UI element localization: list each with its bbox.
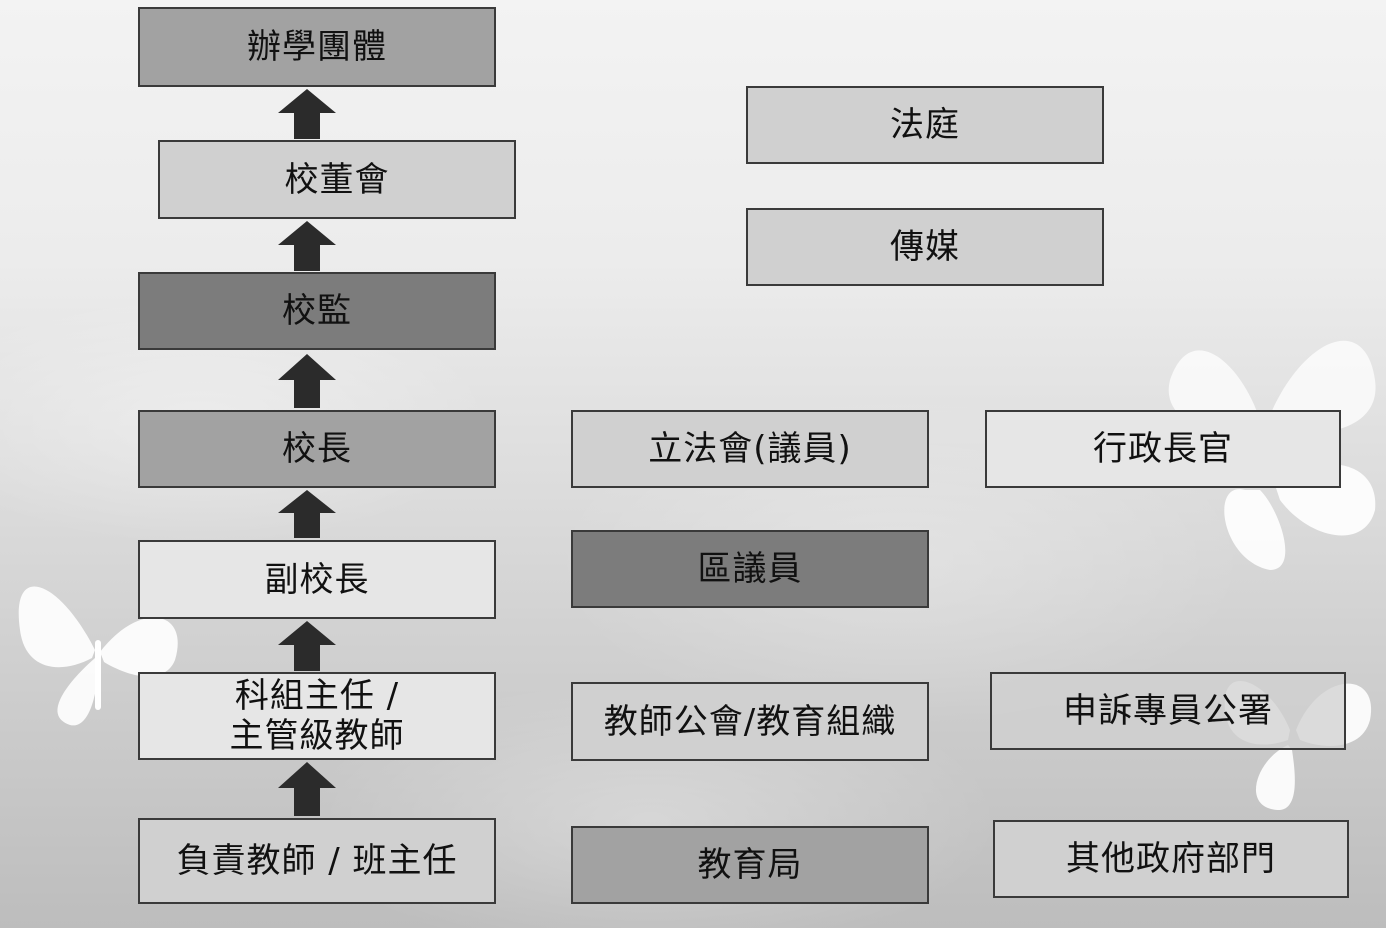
label-legco: 立法會(議員) <box>648 429 852 469</box>
label-panel-head: 科組主任 / 主管級教師 <box>229 676 405 756</box>
label-teachers-union: 教師公會/教育組織 <box>603 701 897 742</box>
label-other-departments: 其他政府部門 <box>1066 839 1276 879</box>
box-teachers-union: 教師公會/教育組織 <box>571 682 929 761</box>
up-arrow-icon-4 <box>278 490 336 538</box>
up-arrow-icon-3 <box>278 354 336 408</box>
box-education-bureau: 教育局 <box>571 826 929 904</box>
label-class-teacher: 負責教師 / 班主任 <box>176 841 458 881</box>
label-education-bureau: 教育局 <box>697 845 803 885</box>
box-sponsoring-body: 辦學團體 <box>138 7 496 87</box>
label-school-board: 校董會 <box>284 159 390 200</box>
label-sponsoring-body: 辦學團體 <box>247 27 387 67</box>
up-arrow-icon-5 <box>278 621 336 671</box>
box-vice-principal: 副校長 <box>138 540 496 619</box>
box-district-council: 區議員 <box>571 530 929 608</box>
box-panel-head: 科組主任 / 主管級教師 <box>138 672 496 760</box>
box-court: 法庭 <box>746 86 1104 164</box>
label-chief-executive: 行政長官 <box>1093 429 1233 469</box>
label-principal: 校長 <box>282 429 352 469</box>
up-arrow-icon-6 <box>278 762 336 816</box>
label-media: 傳媒 <box>890 227 960 267</box>
box-chief-executive: 行政長官 <box>985 410 1341 488</box>
box-school-board: 校董會 <box>158 140 516 219</box>
up-arrow-icon-1 <box>278 89 336 139</box>
label-district-council: 區議員 <box>697 549 803 589</box>
box-principal: 校長 <box>138 410 496 488</box>
box-legco: 立法會(議員) <box>571 410 929 488</box>
label-court: 法庭 <box>890 105 960 145</box>
box-media: 傳媒 <box>746 208 1104 286</box>
box-class-teacher: 負責教師 / 班主任 <box>138 818 496 904</box>
label-vice-principal: 副校長 <box>264 559 370 600</box>
label-supervisor: 校監 <box>282 291 352 331</box>
up-arrow-icon-2 <box>278 221 336 271</box>
butterfly-icon-left <box>18 586 178 726</box>
box-supervisor: 校監 <box>138 272 496 350</box>
label-ombudsman: 申訴專員公署 <box>1063 691 1273 731</box>
box-ombudsman: 申訴專員公署 <box>990 672 1346 750</box>
box-other-departments: 其他政府部門 <box>993 820 1349 898</box>
